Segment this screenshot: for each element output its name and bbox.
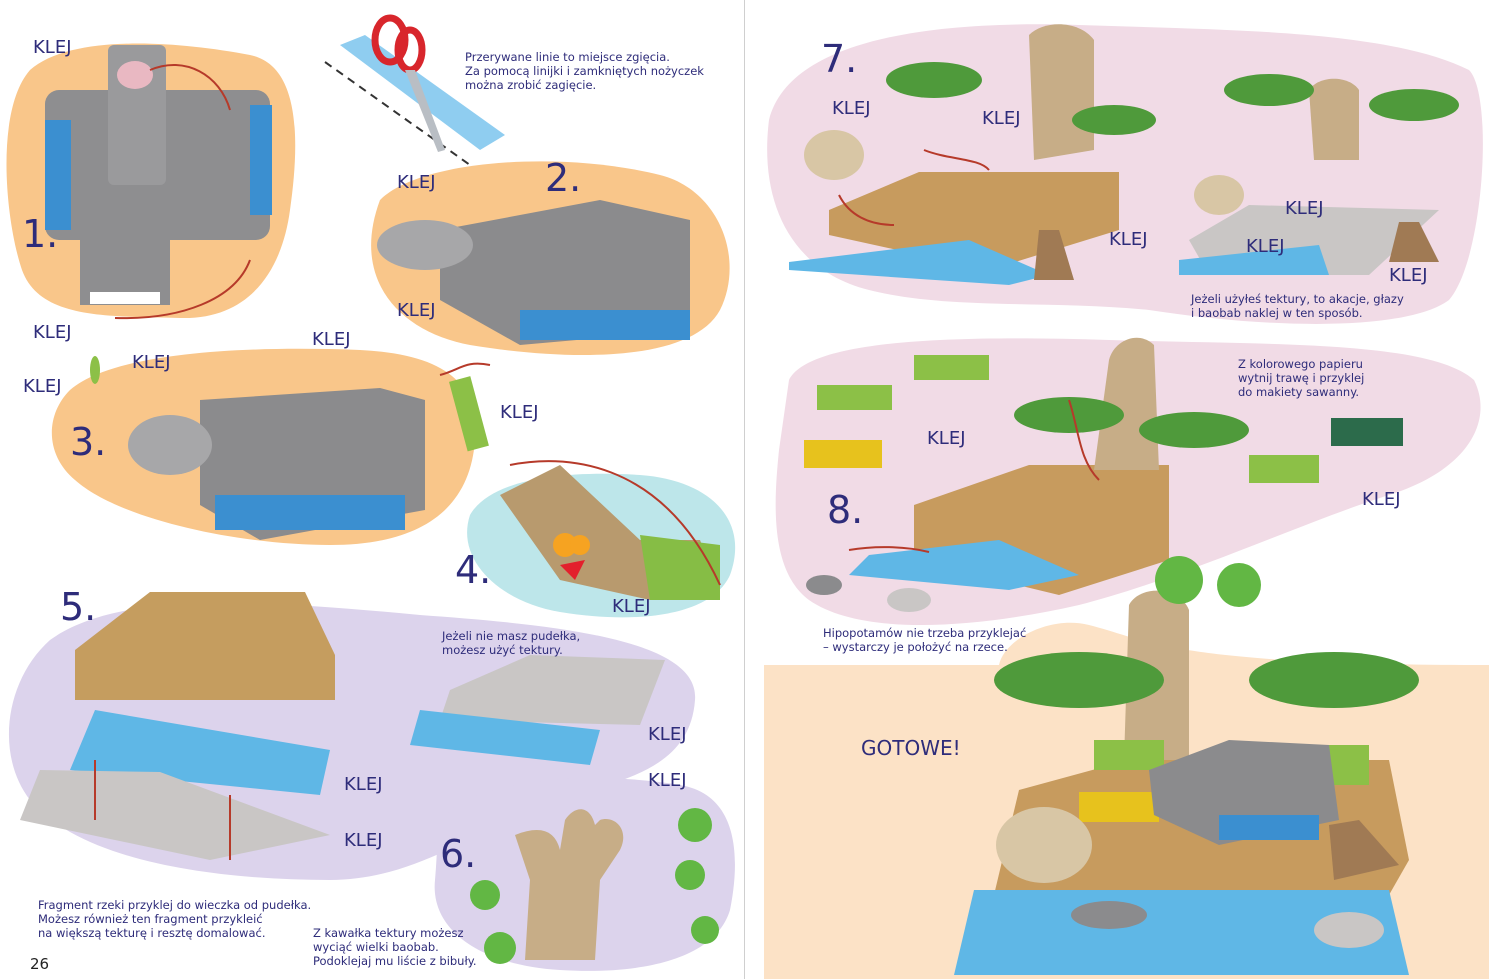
baobab-instruction: Z kawałka tektury możesz wyciąć wielki b… bbox=[313, 926, 477, 968]
bird-box-illustration bbox=[500, 465, 720, 600]
glue-label: KLEJ bbox=[1362, 489, 1401, 510]
glue-label: KLEJ bbox=[1389, 265, 1428, 286]
glue-label: KLEJ bbox=[397, 300, 436, 321]
glue-label: KLEJ bbox=[927, 428, 966, 449]
hippos-instruction: Hipopotamów nie trzeba przyklejać – wyst… bbox=[823, 626, 1027, 654]
final-savanna-illustration bbox=[954, 556, 1419, 975]
glue-label: KLEJ bbox=[344, 774, 383, 795]
right-page-illustrations bbox=[764, 24, 1489, 979]
baobab-illustration bbox=[470, 808, 719, 964]
hippo-step2-illustration bbox=[377, 200, 690, 345]
page-divider bbox=[744, 0, 745, 979]
finished-heading: GOTOWE! bbox=[861, 736, 961, 760]
step7-scene-illustration bbox=[789, 24, 1459, 285]
glue-label: KLEJ bbox=[648, 770, 687, 791]
glue-label: KLEJ bbox=[397, 172, 436, 193]
glue-label: KLEJ bbox=[312, 329, 351, 350]
left-page-illustrations bbox=[6, 14, 736, 971]
step8-scene-illustration bbox=[804, 337, 1403, 612]
step-number: 4. bbox=[455, 548, 492, 592]
glue-label: KLEJ bbox=[1285, 198, 1324, 219]
fold-instruction: Przerywane linie to miejsce zgięcia. Za … bbox=[465, 50, 704, 92]
step-number: 1. bbox=[22, 212, 59, 256]
step-number: 7. bbox=[821, 37, 858, 81]
step-number: 8. bbox=[827, 488, 864, 532]
glue-label: KLEJ bbox=[23, 376, 62, 397]
glue-label: KLEJ bbox=[33, 37, 72, 58]
glue-label: KLEJ bbox=[1109, 229, 1148, 250]
page-number: 26 bbox=[30, 955, 50, 973]
cardboard-instruction: Jeżeli użyłeś tektury, to akacje, głazy … bbox=[1191, 292, 1404, 320]
glue-label: KLEJ bbox=[132, 352, 171, 373]
glue-label: KLEJ bbox=[648, 724, 687, 745]
left-page: 1. 2. 3. 4. 5. 6. KLEJ KLEJ KLEJ KLEJ KL… bbox=[0, 0, 740, 979]
step-number: 6. bbox=[440, 832, 477, 876]
hippo-step3-illustration bbox=[90, 356, 489, 540]
grass-instruction: Z kolorowego papieru wytnij trawę i przy… bbox=[1238, 357, 1365, 399]
glue-label: KLEJ bbox=[832, 98, 871, 119]
glue-label: KLEJ bbox=[612, 596, 651, 617]
scissors-ruler-illustration bbox=[324, 14, 505, 166]
box-river-illustration bbox=[20, 592, 665, 860]
no-box-instruction: Jeżeli nie masz pudełka, możesz użyć tek… bbox=[442, 629, 581, 657]
glue-label: KLEJ bbox=[33, 322, 72, 343]
river-instruction: Fragment rzeki przyklej do wieczka od pu… bbox=[38, 898, 312, 940]
step-number: 3. bbox=[70, 420, 107, 464]
step7-background bbox=[767, 24, 1483, 324]
glue-label: KLEJ bbox=[1246, 236, 1285, 257]
right-page: 7. 8. KLEJ KLEJ KLEJ KLEJ KLEJ KLEJ KLEJ… bbox=[749, 0, 1489, 979]
glue-label: KLEJ bbox=[344, 830, 383, 851]
glue-label: KLEJ bbox=[982, 108, 1021, 129]
step-number: 2. bbox=[545, 156, 582, 200]
hippo-net-illustration bbox=[45, 45, 272, 305]
step-number: 5. bbox=[60, 585, 97, 629]
glue-label: KLEJ bbox=[500, 402, 539, 423]
